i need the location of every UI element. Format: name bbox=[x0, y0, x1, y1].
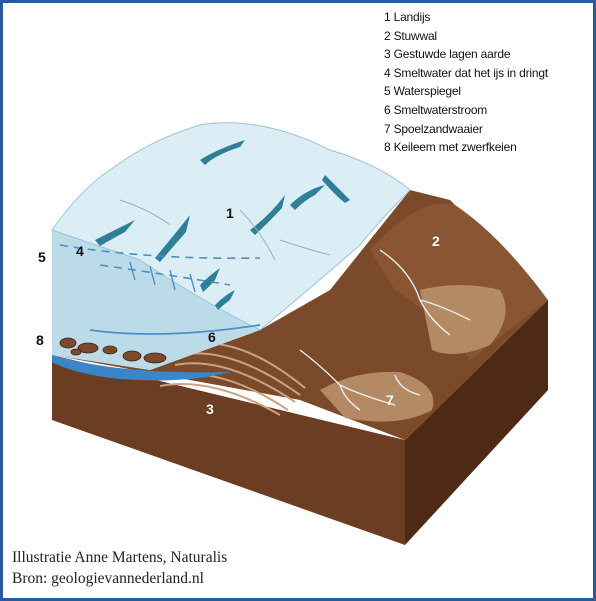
legend-item: 3 Gestuwde lagen aarde bbox=[384, 45, 548, 64]
label-gestuwde-lagen: 3 bbox=[206, 401, 214, 417]
credit-illustrator: Illustratie Anne Martens, Naturalis bbox=[12, 547, 227, 568]
credit-source: Bron: geologievannederland.nl bbox=[12, 568, 227, 589]
label-landijs: 1 bbox=[226, 205, 234, 221]
label-keileem: 8 bbox=[36, 332, 44, 348]
legend-item: 2 Stuwwal bbox=[384, 27, 548, 46]
label-waterspiegel: 5 bbox=[38, 249, 46, 265]
legend-item: 4 Smeltwater dat het ijs in dringt bbox=[384, 64, 548, 83]
legend: 1 Landijs 2 Stuwwal 3 Gestuwde lagen aar… bbox=[384, 8, 548, 157]
legend-item: 5 Waterspiegel bbox=[384, 82, 548, 101]
label-stuwwal: 2 bbox=[432, 233, 440, 249]
legend-item: 8 Keileem met zwerfkeien bbox=[384, 138, 548, 157]
credits: Illustratie Anne Martens, Naturalis Bron… bbox=[12, 547, 227, 589]
label-spoelzandwaaier: 7 bbox=[386, 392, 394, 408]
legend-item: 1 Landijs bbox=[384, 8, 548, 27]
label-smeltwaterstroom: 6 bbox=[208, 329, 216, 345]
legend-item: 6 Smeltwaterstroom bbox=[384, 101, 548, 120]
legend-item: 7 Spoelzandwaaier bbox=[384, 120, 548, 139]
label-smeltwater-ijs: 4 bbox=[76, 243, 84, 259]
